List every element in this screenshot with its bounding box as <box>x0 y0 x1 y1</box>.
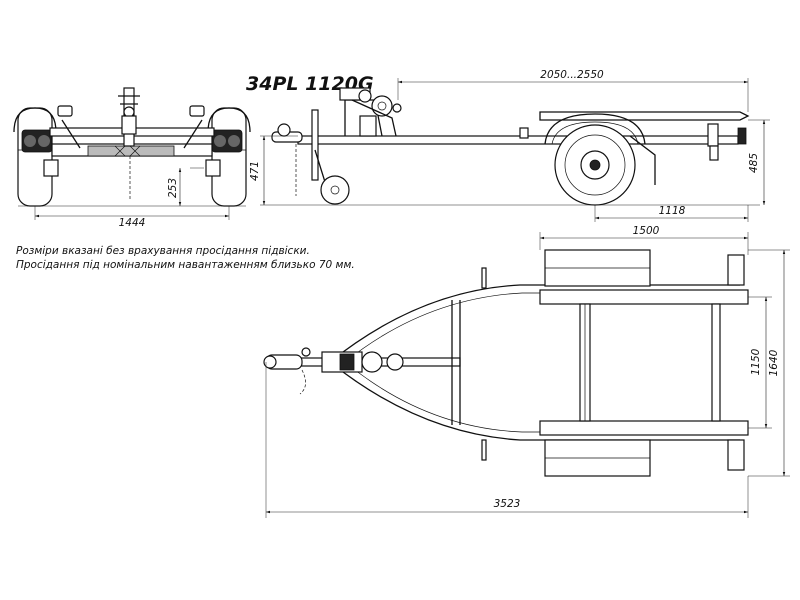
bunk-upper <box>539 289 749 305</box>
note-line-2: Просідання під номінальним навантаженням… <box>16 259 355 271</box>
dim-axle-to-rear: 1118 <box>659 205 686 217</box>
dim-bunk-length: 1500 <box>633 225 660 237</box>
note-line-1: Розміри вказані без врахування просіданн… <box>16 245 310 257</box>
left-wheel <box>17 107 53 207</box>
dim-hitch-height: 253 <box>167 178 179 198</box>
dim-bunk-spacing: 1150 <box>750 348 762 375</box>
a-frame-outer <box>329 284 740 363</box>
notes: Розміри вказані без врахування просіданн… <box>16 245 355 271</box>
right-wheel <box>211 107 247 207</box>
dim-frame-height: 471 <box>249 161 261 181</box>
frame-beam <box>297 135 739 145</box>
top-view: 1500 1150 1640 3523 <box>263 225 790 518</box>
dim-track-width: 1444 <box>119 217 146 229</box>
front-view: 1444 253 <box>13 87 251 229</box>
side-bunk <box>539 111 750 121</box>
dim-overall-width: 1640 <box>768 349 780 376</box>
side-view: 34PL 1120G <box>246 69 770 222</box>
jockey-wheel <box>320 175 350 205</box>
dim-rear-height: 485 <box>748 153 760 173</box>
dim-overall-length: 3523 <box>494 498 521 510</box>
dim-bunk-span: 2050...2550 <box>540 69 604 81</box>
bunk-lower <box>539 420 749 436</box>
